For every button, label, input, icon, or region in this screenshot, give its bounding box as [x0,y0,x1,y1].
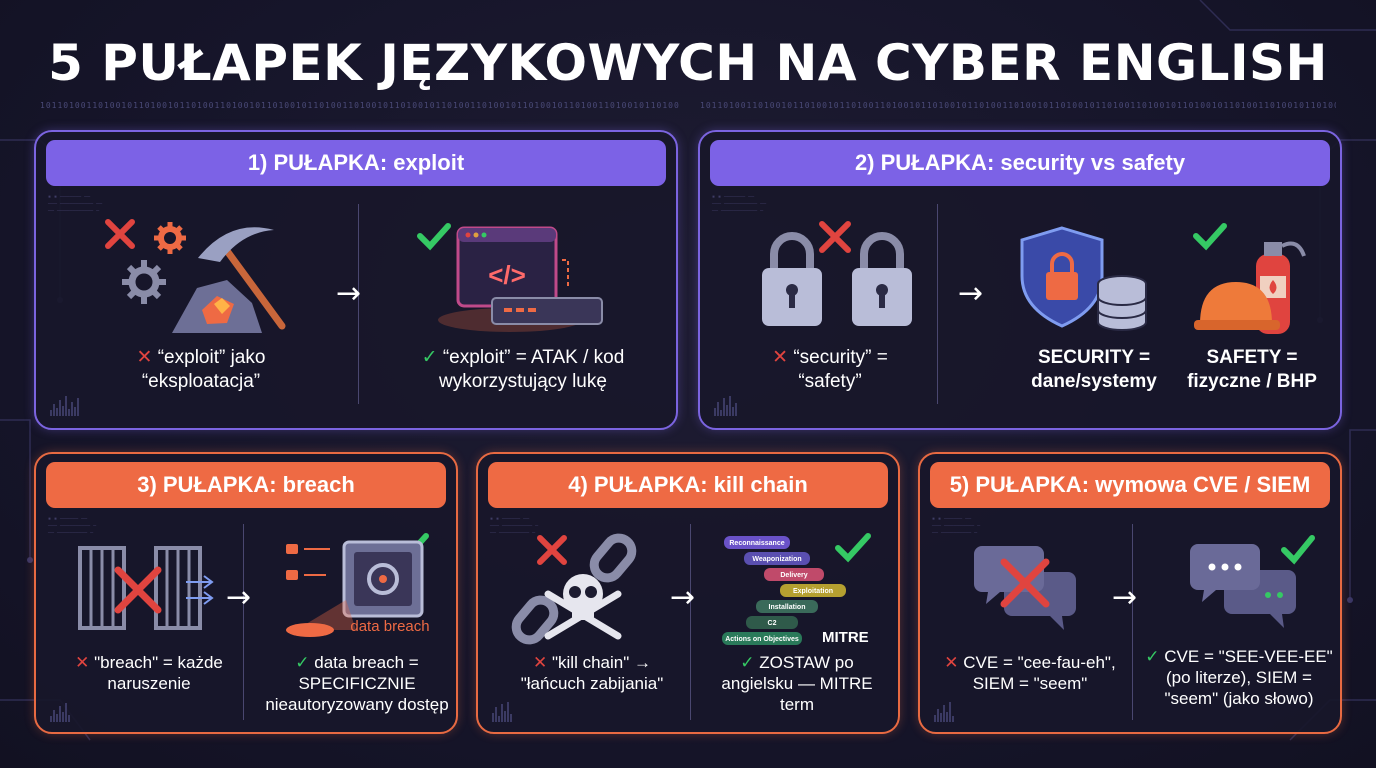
binary-strip-right: 1011010011010010110100101101001101001011… [700,101,1336,110]
decorative-bars [714,394,737,416]
wrong-text: “exploit” jako “eksploatacja” [141,347,266,392]
check-mark-icon: ✓ [740,653,755,672]
panel-pronunciation: 5) PUŁAPKA: wymowa CVE / SIEM ▪ ▪ ──────… [918,452,1342,734]
wrong-text: “security” = “safety” [793,347,888,392]
panel-breach: 3) PUŁAPKA: breach ▪ ▪ ────── ── ─── ───… [34,452,458,734]
right-caption: ✓ data breach = SPECIFICZNIE nieautoryzo… [262,652,452,715]
wrong-mark-icon: ✕ [136,347,153,368]
panel-header: 3) PUŁAPKA: breach [46,462,446,508]
panel-security-vs-safety: 2) PUŁAPKA: security vs safety ▪ ▪ ─────… [698,130,1342,430]
decorative-bars [50,394,79,416]
right-text: “exploit” = ATAK / kod wykorzystujący lu… [439,347,625,392]
chain-step-label: Installation [769,604,806,611]
decorative-bars [492,700,512,722]
decorative-code-lines: ▪ ▪ ────── ── ─── ────────── ─ ── ──────… [48,516,97,536]
speech-bubbles-icon [1190,535,1315,628]
binary-strip-left: 1011010011010010110100101101001101001011… [40,101,680,110]
decorative-code-lines: ▪ ▪ ────── ── ─── ────────── ─ ── ──────… [490,516,539,536]
panel-divider [1132,524,1133,720]
wrong-mark-icon: ✕ [75,653,90,672]
gears-pickaxe-icon [105,219,286,333]
kill-chain-steps-diagram: Reconnaissance Weaponization Delivery Ex… [722,533,871,646]
wrong-caption: ✕ "kill chain" → "łańcuch zabijania" [502,652,682,694]
check-mark-icon: ✓ [421,347,438,368]
wrong-mark-icon: ✕ [533,653,548,672]
wrong-text: CVE = "cee-fau-eh", SIEM = "seem" [963,653,1116,693]
panel-exploit: 1) PUŁAPKA: exploit ▪ ▪ ─────── ── ─── ─… [34,130,678,430]
arrow-icon: → [336,276,362,311]
chain-step-label: Exploitation [793,588,833,595]
wrong-text: "breach" = każde naruszenie [94,653,223,693]
security-caption: SECURITY = dane/systemy [1031,347,1157,392]
wrong-caption: ✕ “security” = “safety” [740,346,920,394]
arrow-icon: → [958,276,984,311]
right-text: data breach = SPECIFICZNIE nieautoryzowa… [265,653,449,714]
decorative-code-lines: ▪ ▪ ─────── ── ─── ─────────── ── ── ───… [48,194,103,214]
decorative-code-lines: ▪ ▪ ────── ── ─── ────────── ─ ── ──────… [932,516,981,536]
arrow-icon: → [670,580,696,615]
code-glyph: </> [488,260,526,290]
page-title: 5 PUŁAPEK JĘZYKOWYCH NA CYBER ENGLISH [48,34,1328,92]
wrong-mark-icon: ✕ [944,653,959,672]
wrong-caption: ✕ CVE = "cee-fau-eh", SIEM = "seem" [930,652,1130,694]
code-server-icon: </> [417,223,603,332]
panel-divider [937,204,938,404]
decorative-bars [50,700,70,722]
panel-header: 5) PUŁAPKA: wymowa CVE / SIEM [930,462,1330,508]
right-caption: ✓ “exploit” = ATAK / kod wykorzystujący … [388,346,658,394]
panel-kill-chain: 4) PUŁAPKA: kill chain ▪ ▪ ────── ── ───… [476,452,900,734]
data-breach-label: data breach [350,618,430,635]
chain-step-label: Actions on Objectives [725,636,799,643]
panel-divider [690,524,691,720]
safety-caption: SAFETY = fizyczne / BHP [1187,347,1317,392]
decorative-code-lines: ▪ ▪ ─────── ── ─── ─────────── ── ── ───… [712,194,767,214]
check-mark-icon: ✓ [295,653,310,672]
panel-header: 4) PUŁAPKA: kill chain [488,462,888,508]
chain-skull-icon [511,533,637,645]
speech-bubbles-crossed-icon [974,546,1076,630]
chain-step-label: C2 [768,620,777,627]
wrong-text: "kill chain" → "łańcuch zabijania" [520,653,664,693]
arrow-icon: → [1112,580,1138,615]
right-caption: ✓ ZOSTAW po angielsku — MITRE term [712,652,882,715]
vault-icon [286,533,429,637]
panel-header: 2) PUŁAPKA: security vs safety [710,140,1330,186]
wrong-mark-icon: ✕ [772,347,789,368]
panel-header: 1) PUŁAPKA: exploit [46,140,666,186]
right-text: ZOSTAW po angielsku — MITRE term [721,653,873,714]
right-caption: ✓ CVE = "SEE-VEE-EE" (po literze), SIEM … [1144,646,1334,709]
panel-divider [358,204,359,404]
mitre-label: MITRE [822,629,869,646]
wrong-caption: ✕ "breach" = każde naruszenie [64,652,234,694]
chain-step-label: Reconnaissance [729,540,784,547]
chain-step-label: Weaponization [752,556,801,563]
wrong-caption: ✕ “exploit” jako “eksploatacja” [76,346,326,394]
arrow-icon: → [226,580,252,615]
two-padlocks-icon [762,221,912,326]
check-mark-icon: ✓ [1145,647,1160,666]
chain-step-label: Delivery [780,572,807,579]
hardhat-extinguisher-icon [1193,223,1306,334]
broken-gate-icon [78,546,214,630]
panel-divider [243,524,244,720]
decorative-bars [934,700,954,722]
right-text: CVE = "SEE-VEE-EE" (po literze), SIEM = … [1164,647,1333,708]
shield-database-icon [1020,226,1147,331]
